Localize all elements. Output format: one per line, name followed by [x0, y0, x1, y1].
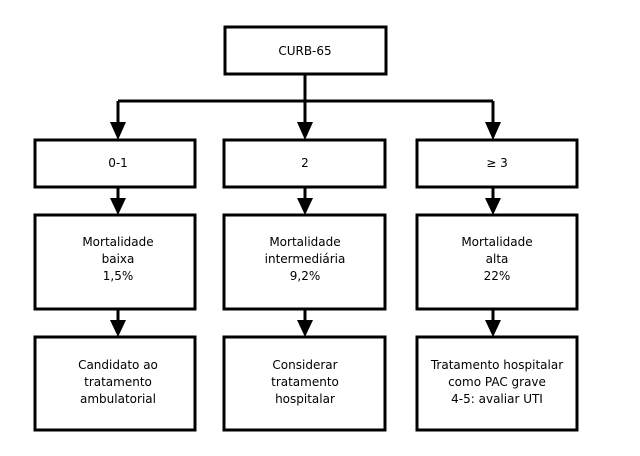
arrowhead	[297, 320, 313, 337]
arrowhead	[110, 198, 126, 215]
arrowhead	[110, 122, 126, 140]
arrowhead	[297, 198, 313, 215]
mortality-line: Mortalidade	[269, 235, 340, 249]
score-label: ≥ 3	[486, 156, 508, 170]
mortality-line: 1,5%	[103, 269, 134, 283]
score-box-col-2: ≥ 3	[415, 138, 579, 189]
action-line: tratamento	[271, 375, 339, 389]
action-line: Candidato ao	[78, 358, 158, 372]
arrowhead	[485, 122, 501, 140]
mortality-line: baixa	[102, 252, 135, 266]
arrowhead	[297, 122, 313, 140]
action-box-col-0: Candidato ao tratamento ambulatorial	[33, 335, 197, 432]
arrowhead	[485, 198, 501, 215]
mortality-line: alta	[486, 252, 509, 266]
mortality-line: 22%	[484, 269, 511, 283]
arrowhead	[110, 320, 126, 337]
mortality-line: 9,2%	[290, 269, 321, 283]
mortality-line: intermediária	[265, 252, 346, 266]
action-line: hospitalar	[275, 392, 335, 406]
score-box-col-1: 2	[222, 138, 387, 189]
mortality-line: Mortalidade	[82, 235, 153, 249]
arrowheads	[110, 122, 501, 337]
action-line: tratamento	[84, 375, 152, 389]
action-box-col-2: Tratamento hospitalar como PAC grave 4-5…	[415, 335, 579, 432]
score-label: 0-1	[108, 156, 128, 170]
mortality-box-col-2: Mortalidade alta 22%	[415, 213, 579, 311]
arrowhead	[485, 320, 501, 337]
score-box-col-0: 0-1	[33, 138, 197, 189]
action-line: Tratamento hospitalar	[430, 358, 563, 372]
mortality-box-col-1: Mortalidade intermediária 9,2%	[222, 213, 387, 311]
mortality-box-col-0: Mortalidade baixa 1,5%	[33, 213, 197, 311]
root-box: CURB-65	[223, 25, 388, 76]
score-label: 2	[301, 156, 309, 170]
action-box-col-1: Considerar tratamento hospitalar	[222, 335, 387, 432]
root-label: CURB-65	[278, 44, 331, 58]
action-line: como PAC grave	[448, 375, 546, 389]
action-line: ambulatorial	[80, 392, 156, 406]
action-line: Considerar	[272, 358, 337, 372]
action-line: 4-5: avaliar UTI	[451, 392, 543, 406]
mortality-line: Mortalidade	[461, 235, 532, 249]
